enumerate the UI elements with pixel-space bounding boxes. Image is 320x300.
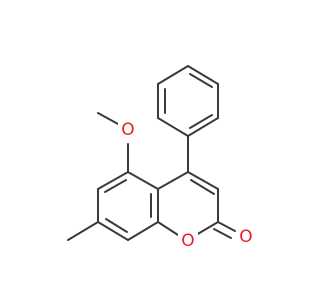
double-bond-c5-c6 xyxy=(104,179,127,193)
bond-c4a-c5 xyxy=(127,171,159,190)
methyl-bond xyxy=(67,221,99,241)
double-bond-phenyl-b xyxy=(189,114,213,129)
bond-phenyl-4 xyxy=(157,117,189,137)
carbonyl-oxygen-bg xyxy=(236,226,256,248)
bond-phenyl-3 xyxy=(187,117,219,137)
bond-c4-c3 xyxy=(187,171,219,190)
methoxy-oxygen-bg xyxy=(118,119,138,141)
bond-phenyl-1 xyxy=(187,65,219,85)
bond-c7-c8 xyxy=(97,221,129,241)
double-bond-c4-c3 xyxy=(190,179,215,195)
double-bond-phenyl-a xyxy=(189,73,213,88)
ring-oxygen-bg xyxy=(178,230,198,252)
methoxy-oxygen-label: O xyxy=(121,120,134,140)
pyranone-ring xyxy=(157,171,219,236)
double-bond-c7-c8 xyxy=(105,218,128,233)
benzo-ring xyxy=(97,171,159,241)
bond-c2-o1 xyxy=(195,221,219,236)
molecule-structure: O O O xyxy=(67,65,256,252)
ring-oxygen-label: O xyxy=(181,231,194,251)
carbonyl-bond-lower xyxy=(213,228,232,239)
phenyl-ring xyxy=(157,65,219,137)
bond-phenyl-6 xyxy=(157,65,189,85)
bond-c4a-c4 xyxy=(157,171,189,190)
bond-o-methyl-methoxy xyxy=(97,112,119,125)
bond-o1-c8a xyxy=(157,221,179,236)
bond-c8-c8a xyxy=(127,221,159,241)
carbonyl-bond-upper xyxy=(217,221,236,232)
carbonyl-oxygen-label: O xyxy=(239,227,252,247)
bond-c5-c6 xyxy=(97,171,129,190)
